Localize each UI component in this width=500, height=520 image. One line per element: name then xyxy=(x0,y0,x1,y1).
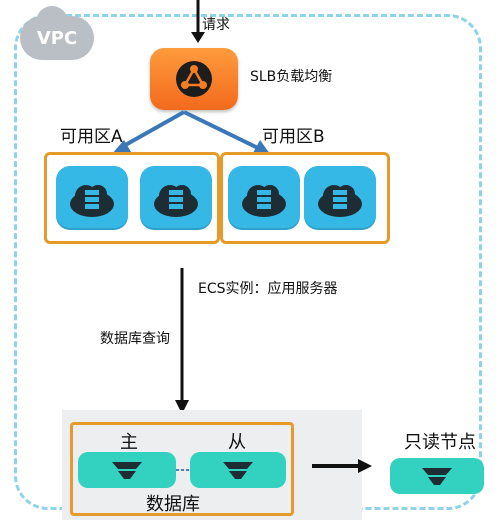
cloud-server-icon xyxy=(242,185,286,217)
vpc-badge-label: VPC xyxy=(36,27,78,49)
ecs-instance-b1 xyxy=(228,166,300,230)
database-box xyxy=(70,422,294,516)
database-node-icon xyxy=(112,462,142,479)
readonly-arrow xyxy=(312,459,372,473)
readonly-node-icon xyxy=(390,458,484,494)
zone-label-b: 可用区B xyxy=(262,127,325,147)
database-label: 数据库 xyxy=(146,494,200,515)
ecs-label: ECS实例：应用服务器 xyxy=(198,281,338,297)
db-replica-icon xyxy=(190,452,286,488)
ecs-instance-a1 xyxy=(56,166,128,230)
ecs-instance-a2 xyxy=(140,166,212,230)
zone-label-a: 可用区A xyxy=(60,127,123,147)
database-node-icon xyxy=(422,468,452,485)
replication-link xyxy=(176,469,190,471)
slb-hub-icon xyxy=(176,61,212,97)
db-replica-label: 从 xyxy=(228,432,246,453)
cloud-server-icon xyxy=(154,185,198,217)
slb-label: SLB负载均衡 xyxy=(250,69,333,85)
db-primary-label: 主 xyxy=(120,432,138,453)
cloud-server-icon xyxy=(70,185,114,217)
db-query-label: 数据库查询 xyxy=(100,331,170,347)
database-node-icon xyxy=(223,462,253,479)
ecs-instance-b2 xyxy=(304,166,376,230)
db-query-arrow xyxy=(175,268,189,414)
readonly-label: 只读节点 xyxy=(404,432,476,453)
slb-icon xyxy=(150,48,238,110)
request-arrow xyxy=(191,0,205,43)
request-label: 请求 xyxy=(202,17,230,33)
cloud-server-icon xyxy=(318,185,362,217)
db-primary-icon xyxy=(78,452,176,488)
vpc-badge: VPC xyxy=(20,6,94,60)
slb-split-arrows xyxy=(112,110,270,154)
